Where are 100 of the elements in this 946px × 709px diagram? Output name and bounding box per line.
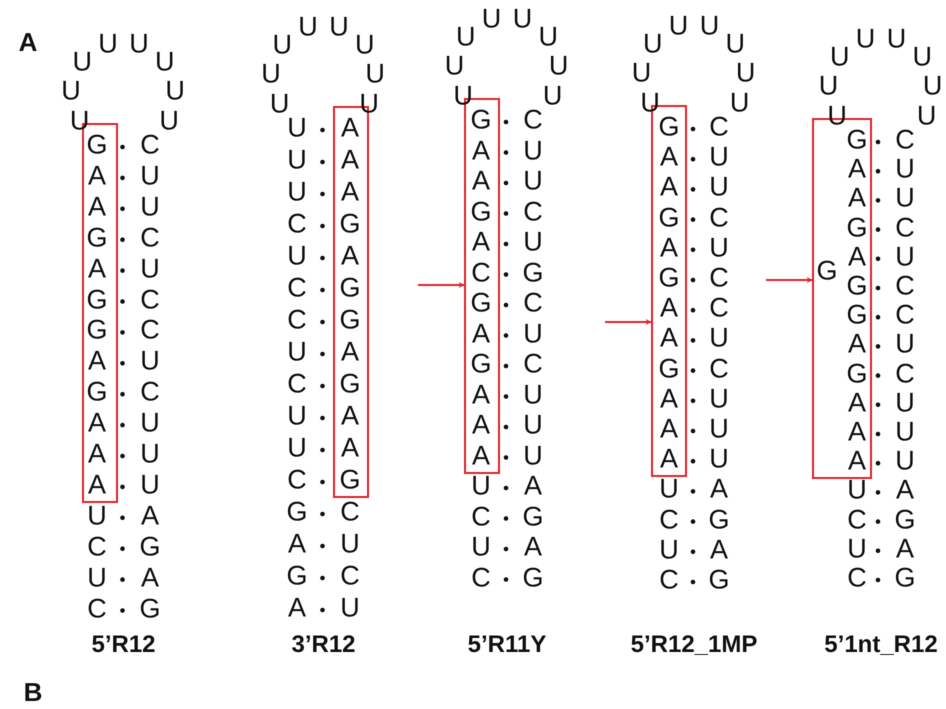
nucleotide-letter: C (709, 204, 729, 232)
nucleotide-letter: C (340, 562, 360, 590)
nucleotide-letter: A (141, 564, 159, 592)
nucleotide-letter: A (472, 320, 490, 347)
nucleotide-letter: G (470, 350, 492, 378)
nucleotide-letter: A (341, 178, 359, 206)
nucleotide-letter: G (470, 106, 492, 134)
nucleotide-letter: G (816, 258, 838, 285)
nucleotide-letter: U (632, 59, 652, 86)
construct-label: 5’R12_1MP (630, 633, 758, 657)
nucleotide-letter: U (886, 26, 906, 53)
nucleotide-letter: U (287, 242, 307, 270)
nucleotide-letter: U (87, 502, 107, 530)
nucleotide-letter: A (88, 348, 106, 375)
nucleotide-letter: U (847, 535, 867, 562)
nucleotide-letter: U (523, 412, 543, 438)
nucleotide-letter: U (355, 31, 375, 58)
nucleotide-letter: U (640, 89, 660, 116)
nucleotide-letter: G (894, 506, 916, 534)
nucleotide-letter: G (340, 370, 360, 398)
nucleotide-letter: U (916, 102, 936, 130)
nucleotide-letter: U (270, 90, 290, 118)
nucleotide-letter: U (709, 416, 729, 442)
nucleotide-letter: C (847, 506, 867, 534)
nucleotide-letter: U (523, 381, 543, 408)
nucleotide-letter: C (471, 503, 491, 530)
nucleotide-letter: U (140, 193, 160, 220)
nucleotide-letter: A (896, 476, 914, 504)
nucleotide-letter: U (709, 234, 729, 262)
nucleotide-letter: C (895, 272, 915, 300)
nucleotide-letter: A (660, 294, 678, 322)
nucleotide-letter: A (341, 434, 359, 462)
nucleotide-letter: A (848, 156, 866, 183)
nucleotide-letter: G (286, 498, 308, 526)
nucleotide-letter: G (658, 355, 680, 382)
nucleotide-letter: C (523, 290, 543, 316)
nucleotide-letter: U (287, 146, 307, 174)
nucleotide-letter: A (341, 338, 359, 366)
nucleotide-letter: G (340, 274, 360, 302)
nucleotide-letter: G (86, 132, 108, 158)
nucleotide-letter: U (830, 43, 850, 70)
nucleotide-letter: C (287, 210, 307, 238)
nucleotide-letter: C (140, 132, 160, 158)
nucleotide-letter: C (709, 264, 729, 292)
nucleotide-letter: U (87, 564, 107, 592)
nucleotide-letter: U (542, 82, 562, 110)
nucleotide-letter: U (272, 31, 292, 58)
construct-label: 3’R12 (291, 633, 356, 657)
nucleotide-letter: U (155, 48, 175, 76)
nucleotide-letter: G (140, 595, 160, 622)
nucleotide-letter: G (846, 272, 868, 300)
nucleotide-letter: U (140, 410, 160, 437)
nucleotide-letter: A (848, 389, 866, 416)
nucleotide-letter: C (847, 564, 867, 592)
nucleotide-letter: U (730, 89, 750, 116)
nucleotide-letter: G (522, 503, 544, 530)
nucleotide-letter: C (895, 360, 915, 388)
nucleotide-letter: U (456, 23, 476, 50)
nucleotide-letter: U (818, 72, 838, 100)
nucleotide-letter: U (895, 184, 915, 212)
nucleotide-letter: U (287, 114, 307, 142)
nucleotide-letter: A (710, 476, 728, 503)
nucleotide-letter: U (895, 156, 915, 183)
nucleotide-letter: U (140, 440, 160, 468)
nucleotide-letter: G (846, 360, 868, 388)
nucleotide-letter: C (287, 274, 307, 302)
nucleotide-letter: A (341, 402, 359, 430)
nucleotide-letter: A (341, 114, 359, 142)
nucleotide-letter: G (86, 286, 108, 313)
nucleotide-letter: U (512, 6, 532, 33)
nucleotide-letter: U (912, 43, 932, 70)
nucleotide-letter: C (659, 566, 679, 594)
nucleotide-letter: G (340, 306, 360, 334)
nucleotide-letter: U (287, 402, 307, 430)
nucleotide-letter: A (710, 536, 728, 564)
nucleotide-letter: G (846, 214, 868, 242)
nucleotide-letter: A (660, 174, 678, 201)
nucleotide-letter: G (86, 224, 108, 252)
nucleotide-letter: A (472, 228, 490, 256)
nucleotide-letter: A (341, 146, 359, 174)
nucleotide-letter: A (848, 330, 866, 358)
nucleotide-letter: A (88, 162, 106, 190)
nucleotide-letter: A (472, 137, 490, 164)
nucleotide-letter: G (140, 533, 160, 560)
nucleotide-letter: G (286, 562, 308, 590)
nucleotide-letter: U (709, 324, 729, 352)
nucleotide-letter: U (340, 594, 360, 622)
nucleotide-letter: U (709, 174, 729, 201)
nucleotide-letter: C (140, 378, 160, 406)
nucleotide-letter: A (288, 594, 306, 622)
nucleotide-letter: G (658, 264, 680, 292)
nucleotide-letter: U (287, 434, 307, 462)
nucleotide-letter: U (140, 162, 160, 190)
nucleotide-letter: A (472, 168, 490, 194)
nucleotide-letter: U (165, 77, 185, 104)
panel-label: A (18, 29, 38, 55)
arrow (605, 319, 652, 325)
nucleotide-letter: U (482, 6, 502, 33)
nucleotide-letter: G (340, 466, 360, 494)
nucleotide-letter: U (140, 471, 160, 498)
